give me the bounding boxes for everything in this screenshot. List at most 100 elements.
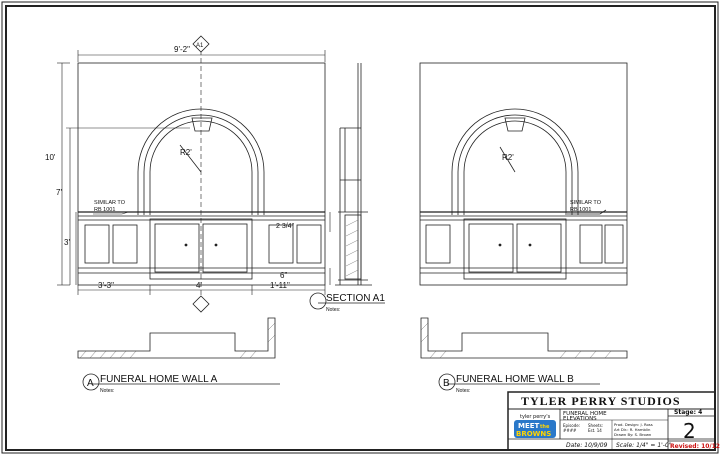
wall-b-door-knobs — [498, 243, 532, 247]
show-logo-1: MEET — [518, 422, 540, 430]
drawn-by: Drawn By: S. Brown — [614, 432, 652, 437]
plan-hatch-a4 — [109, 350, 117, 359]
wall-b-panel-right-2 — [604, 224, 624, 264]
plan-hatch-b3 — [429, 350, 437, 359]
sheet-number: 2 — [683, 419, 696, 443]
wall-b-title-bubble — [438, 373, 456, 391]
drawing-title-1: FUNERAL HOME — [563, 411, 607, 417]
marker-diamond-top — [192, 35, 210, 53]
wall-a-keystone — [191, 117, 213, 132]
plan-view-b — [420, 317, 628, 359]
hatch-4 — [345, 249, 359, 257]
title-block-frame — [507, 391, 716, 451]
wall-b-keystone — [504, 117, 526, 132]
studio-name: TYLER PERRY STUDIOS — [521, 394, 681, 408]
plan-b-hatch — [420, 322, 612, 359]
prod-designer: Prod. Design: J. Ross — [614, 422, 653, 427]
plan-hatch-a10 — [267, 334, 276, 343]
plan-hatch-b1 — [420, 322, 429, 331]
plan-hatch-a6 — [129, 350, 137, 359]
note-leader-b — [567, 209, 607, 215]
hatch-1 — [345, 219, 359, 227]
plan-hatch-a5 — [119, 350, 127, 359]
episode-label: Episode: — [563, 423, 580, 428]
plan-hatch-a3 — [99, 350, 107, 359]
plan-hatch-b4 — [439, 350, 447, 359]
date: Date: 10/9/09 — [566, 442, 608, 449]
section-hatch — [345, 219, 359, 277]
hatch-6 — [345, 269, 359, 277]
wall-a-title-text: FUNERAL HOME WALL A — [100, 374, 218, 385]
wall-a-labels: 9'-2" A1 10' 7' 3' 3'-3" 4' 1'-11" 6" 2 … — [45, 43, 295, 290]
section-notes: Notes: — [326, 307, 340, 313]
dim-chair-rail: 2 3/4" — [276, 223, 295, 230]
note-a-line2: RB 1001 — [94, 207, 115, 213]
wall-a-elevation — [77, 50, 326, 310]
plan-hatch-a1 — [79, 350, 87, 359]
title-block — [507, 391, 716, 451]
plan-b-outline — [420, 317, 628, 359]
wall-a-panel-left-1 — [84, 224, 110, 264]
section-title: SECTION A1 Notes: — [309, 292, 385, 313]
note-b-line1: SIMILAR TO — [570, 200, 602, 206]
wall-b-elevation — [419, 62, 628, 286]
dim-right: 1'-11" — [270, 281, 290, 290]
show-logo-2: the — [540, 424, 550, 430]
scale: Scale: 1/4" = 1'-0" — [616, 442, 672, 449]
sheets-label: Sheets: — [588, 423, 603, 428]
wall-b-labels: R2' SIMILAR TO RB 1001 — [502, 153, 602, 213]
plan-hatch-a9 — [267, 322, 276, 331]
section-marker-bottom — [192, 295, 210, 313]
plan-a-hatch — [79, 322, 276, 359]
wall-b-panel-right-1 — [579, 224, 603, 264]
wall-a-dimensions — [57, 50, 331, 295]
wall-b-notes: Notes: — [456, 388, 470, 394]
section-title-text: SECTION A1 — [326, 293, 385, 304]
show-logo-3: BROWNS — [516, 430, 551, 438]
stage: Stage: 4 — [674, 409, 702, 416]
hatch-2 — [345, 229, 359, 237]
wall-a-panel-right-2 — [296, 224, 322, 264]
show-logo-bg — [514, 420, 556, 438]
section-a1-drawing — [335, 63, 372, 286]
revised: Revised: 10/12 — [670, 443, 720, 450]
hatch-3 — [345, 239, 359, 247]
plan-hatch-b7 — [589, 350, 597, 359]
wall-b-cabinet-door-left — [468, 223, 514, 273]
wall-a-outline — [77, 62, 326, 286]
episode-value: #### — [563, 428, 577, 433]
show-logo: MEET the BROWNS — [514, 420, 556, 438]
hatch-5 — [345, 259, 359, 267]
wall-a-door-knobs — [184, 243, 218, 247]
wall-a-panel-left-2 — [112, 224, 138, 264]
wall-a-cabinet-door-right — [202, 223, 248, 273]
dim-overall-width: 9'-2" — [174, 45, 190, 54]
wall-b-outline — [419, 62, 628, 286]
wall-a-title: A FUNERAL HOME WALL A Notes: — [82, 373, 280, 394]
wall-a-arch-inner — [149, 120, 253, 215]
dim-base: 6" — [280, 271, 287, 280]
wall-a-cabinet-door-left — [154, 223, 200, 273]
wall-b-radius-leader — [499, 146, 516, 173]
knob-a-2 — [214, 243, 218, 247]
dim-3: 3' — [64, 238, 70, 247]
marker-diamond-bottom — [192, 295, 210, 313]
plan-a-outline — [77, 317, 276, 359]
plan-view-a — [77, 317, 276, 359]
plan-hatch-b6 — [574, 350, 582, 359]
dim-center: 4' — [196, 281, 202, 290]
wall-b-arch-mid — [457, 114, 573, 215]
note-leader-a — [93, 211, 129, 215]
plan-hatch-a8 — [249, 350, 257, 359]
wall-b-title-letter: B — [443, 378, 450, 389]
wall-b-cabinet — [463, 218, 567, 280]
plan-hatch-b8 — [604, 350, 612, 359]
sheet-border-inner — [5, 5, 716, 451]
wall-b-panel-left-1 — [425, 224, 451, 264]
note-b-line2: RB 1001 — [570, 207, 591, 213]
plan-hatch-a7 — [239, 350, 247, 359]
section-marker-top — [192, 35, 210, 53]
